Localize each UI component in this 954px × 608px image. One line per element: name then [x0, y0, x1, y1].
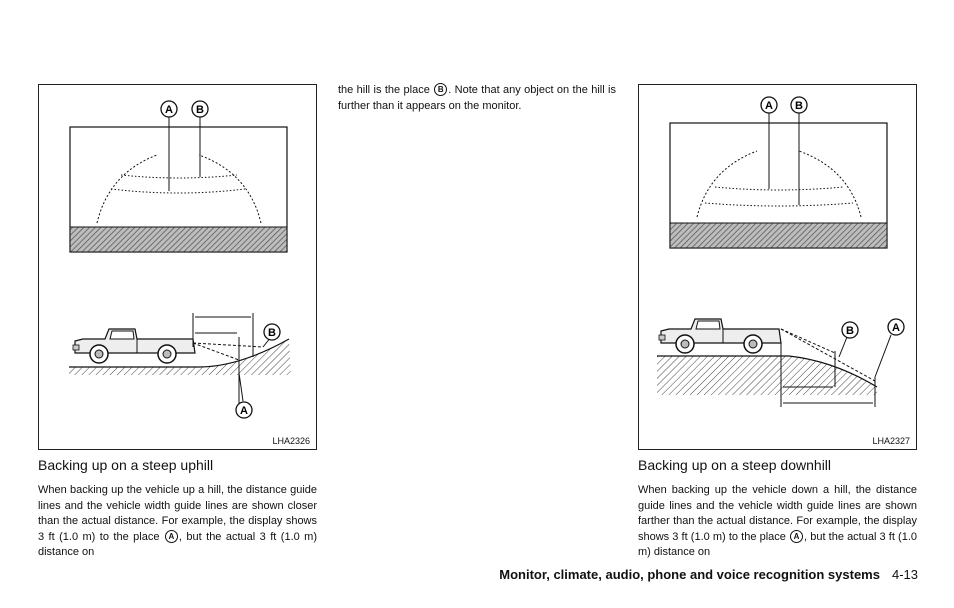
- uphill-paragraph: When backing up the vehicle up a hill, t…: [38, 483, 317, 561]
- downhill-text-end: , but the actual 3 ft (1.0 m) distance o…: [638, 530, 918, 559]
- svg-text:A: A: [892, 322, 900, 334]
- downhill-paragraph: When backing up the vehicle down a hill,…: [638, 483, 917, 561]
- uphill-heading: Backing up on a steep uphill: [38, 457, 214, 473]
- svg-text:A: A: [240, 405, 248, 417]
- svg-text:A: A: [765, 100, 773, 112]
- figure-id: LHA2327: [872, 436, 910, 446]
- downhill-illustration: A B B A: [657, 96, 905, 407]
- svg-text:B: B: [795, 100, 803, 112]
- page-number: 4-13: [891, 567, 918, 582]
- middle-text-pre: the hill is the place: [338, 84, 430, 96]
- downhill-text: When backing up the vehicle down a hill,…: [638, 484, 917, 543]
- uphill-text: When backing up the vehicle up a hill, t…: [38, 484, 317, 543]
- uphill-text-end: , but the actual 3 ft (1.0 m) distance o…: [38, 530, 318, 559]
- uphill-figure: A B B A LHA2326: [38, 84, 317, 450]
- callout-a-mark: A: [790, 529, 804, 543]
- callout-b-mark: B: [434, 83, 448, 96]
- downhill-figure: A B B A LHA2327: [638, 84, 917, 450]
- middle-text-post: . Note that any object on the hill is fu…: [338, 84, 616, 112]
- uphill-illustration: A B B A: [69, 100, 291, 419]
- svg-text:A: A: [165, 104, 173, 116]
- section-title: Monitor, climate, audio, phone and voice…: [499, 567, 880, 582]
- svg-text:B: B: [268, 327, 276, 339]
- downhill-text-place: place: [759, 530, 786, 543]
- svg-text:B: B: [846, 325, 854, 337]
- downhill-heading: Backing up on a steep downhill: [638, 457, 832, 473]
- page-footer: Monitor, climate, audio, phone and voice…: [499, 567, 918, 582]
- middle-paragraph: the hill is the place B. Note that any o…: [338, 83, 616, 114]
- svg-text:B: B: [196, 104, 204, 116]
- uphill-text-place: place: [133, 530, 160, 543]
- figure-id: LHA2326: [272, 436, 310, 446]
- callout-a-mark: A: [164, 529, 178, 543]
